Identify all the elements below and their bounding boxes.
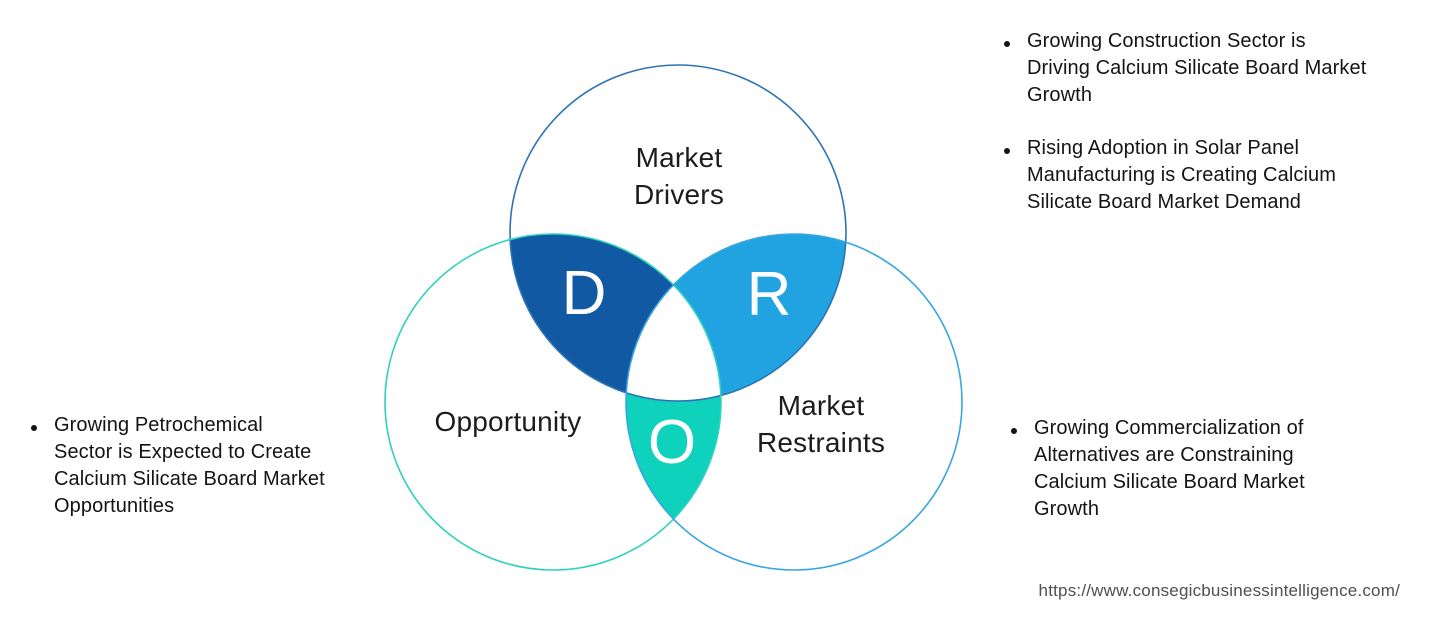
opportunity-bullet-list: Growing Petrochemical Sector is Expected… bbox=[31, 412, 406, 520]
market-restraints-label: Market Restraints bbox=[756, 390, 886, 458]
opportunity-circle bbox=[384, 233, 722, 571]
market-drivers-circle bbox=[509, 64, 847, 402]
list-item: Growing Commercialization of Alternative… bbox=[1011, 415, 1411, 523]
list-item: Growing Petrochemical Sector is Expected… bbox=[31, 412, 406, 520]
drivers-bullet-list: Growing Construction Sector is Driving C… bbox=[1004, 28, 1434, 216]
letter-r: R bbox=[746, 260, 792, 329]
opportunity-label: Opportunity bbox=[434, 406, 582, 437]
list-item: Rising Adoption in Solar Panel Manufactu… bbox=[1004, 135, 1434, 216]
restraints-bullet-list: Growing Commercialization of Alternative… bbox=[1011, 415, 1411, 523]
bullet-icon bbox=[1004, 41, 1010, 47]
market-restraints-circle bbox=[625, 233, 963, 571]
opportunity-bullet-1: Growing Petrochemical Sector is Expected… bbox=[54, 414, 325, 517]
bullet-icon bbox=[1011, 428, 1017, 434]
letter-d: D bbox=[561, 259, 607, 328]
market-drivers-label: Market Drivers bbox=[633, 142, 725, 210]
letter-o: O bbox=[647, 408, 697, 477]
source-url[interactable]: https://www.consegicbusinessintelligence… bbox=[1038, 581, 1400, 600]
restraints-bullet-1: Growing Commercialization of Alternative… bbox=[1034, 417, 1305, 520]
driver-bullet-1: Growing Construction Sector is Driving C… bbox=[1027, 30, 1367, 106]
bullet-icon bbox=[31, 425, 37, 431]
bullet-icon bbox=[1004, 148, 1010, 154]
driver-bullet-2: Rising Adoption in Solar Panel Manufactu… bbox=[1027, 137, 1336, 213]
list-item: Growing Construction Sector is Driving C… bbox=[1004, 28, 1434, 109]
